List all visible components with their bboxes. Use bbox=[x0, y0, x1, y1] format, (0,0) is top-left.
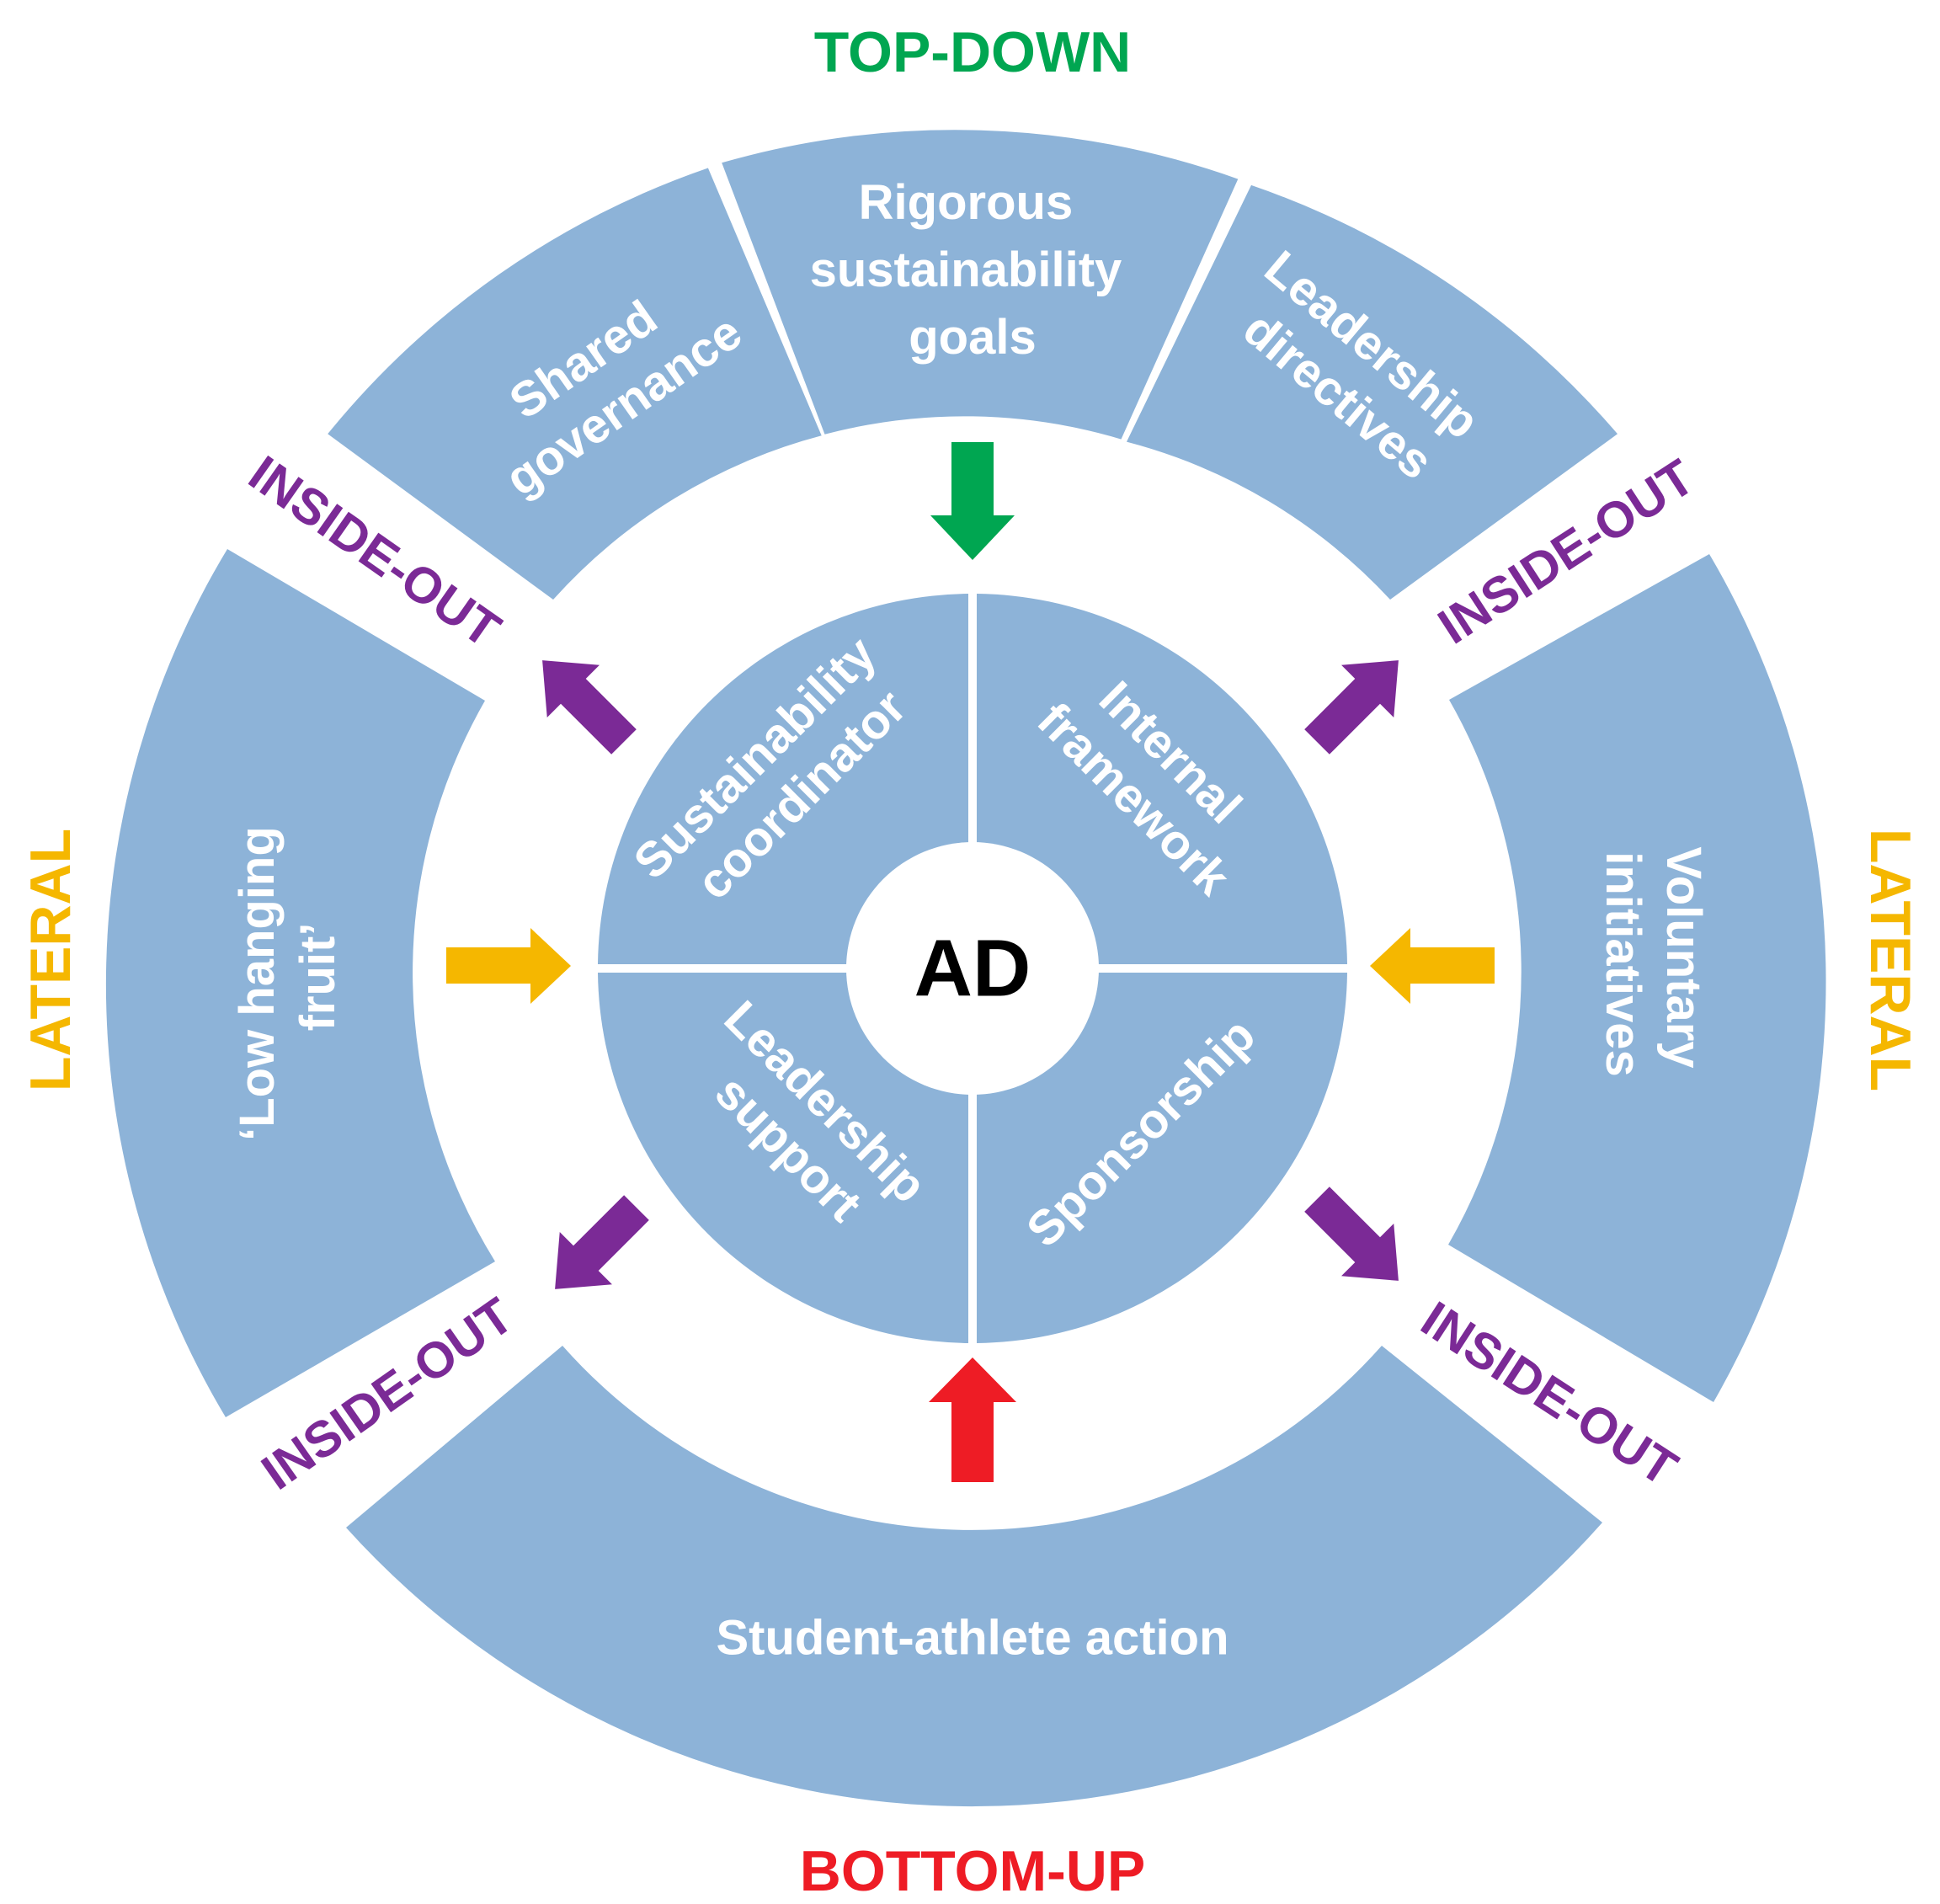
outer-segment-label-low-hanging-fruit: ‘Low hanging fruit’ bbox=[230, 813, 345, 1141]
outer-segment-label-rigorous-goals: Rigorous sustainability goals bbox=[810, 175, 1136, 365]
inner-quadrant-leadership-support bbox=[598, 973, 968, 1343]
outer-segment-label-voluntary-initiatives: Voluntary initiatives bbox=[1596, 846, 1711, 1081]
inner-quadrant-sponsorship bbox=[977, 973, 1347, 1343]
outer-segment-voluntary-initiatives bbox=[1448, 554, 1826, 1402]
direction-label-top-down: TOP-DOWN bbox=[814, 20, 1132, 84]
outer-segment-shared-governance bbox=[328, 168, 822, 600]
inside-out-arrow-ne bbox=[1304, 660, 1399, 755]
direction-label-lateral-left: LATERAL bbox=[19, 829, 83, 1091]
direction-label-lateral-right: LATERAL bbox=[1858, 829, 1922, 1091]
center-label: AD bbox=[914, 924, 1031, 1014]
center-circle bbox=[846, 842, 1099, 1095]
inner-quadrant-internal-framework bbox=[977, 594, 1347, 964]
outer-segment-label-student-athlete-action: Student-athlete action bbox=[716, 1611, 1228, 1666]
inner-quadrant-sustainability-coordinator bbox=[598, 594, 968, 964]
outer-segment-leadership-directives bbox=[1127, 184, 1618, 600]
lateral-arrow-left bbox=[446, 928, 571, 1004]
lateral-arrow-right bbox=[1370, 928, 1495, 1004]
bottom-up-arrow bbox=[929, 1357, 1016, 1482]
outer-segment-low-hanging-fruit bbox=[105, 549, 496, 1417]
inside-out-arrow-se bbox=[1304, 1187, 1399, 1281]
inside-out-arrow-sw bbox=[555, 1195, 649, 1289]
top-down-arrow bbox=[930, 442, 1015, 560]
direction-label-bottom-up: BOTTOM-UP bbox=[800, 1839, 1146, 1903]
outer-segment-student-athlete-action bbox=[346, 1346, 1602, 1807]
outer-segment-rigorous-goals bbox=[722, 130, 1239, 440]
inside-out-arrow-nw bbox=[542, 660, 637, 755]
